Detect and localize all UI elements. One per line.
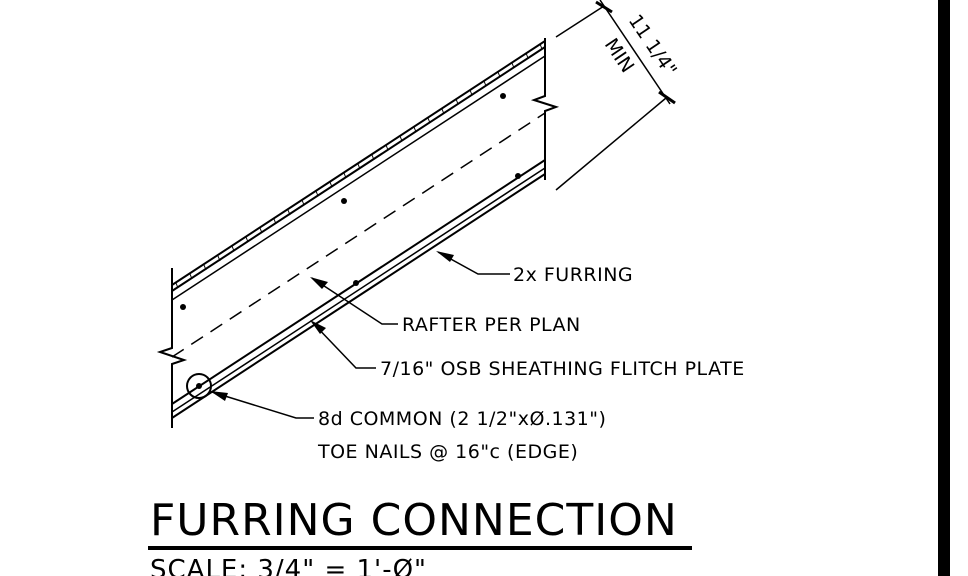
dimension <box>555 0 676 191</box>
drawing-title: FURRING CONNECTION <box>150 495 678 546</box>
callout-nails-line1: 8d COMMON (2 1/2"xØ.131") <box>318 408 606 430</box>
left-break-line <box>156 268 188 428</box>
leader-arrowheads <box>210 251 454 401</box>
callout-rafter: RAFTER PER PLAN <box>402 314 581 336</box>
drawing-scale: SCALE: 3/4" = 1'-Ø" <box>150 555 427 576</box>
leaders <box>211 251 510 419</box>
dimension-suffix: MIN <box>600 34 638 76</box>
callout-furring: 2x FURRING <box>513 264 633 286</box>
sheathing-hatch <box>175 43 543 289</box>
right-break-line <box>530 38 560 180</box>
sheet-border <box>938 0 950 576</box>
toe-nail-circle <box>186 373 212 399</box>
nail-dots <box>180 93 521 389</box>
rafter-hidden-line <box>171 112 546 358</box>
callout-nails-line2: TOE NAILS @ 16"c (EDGE) <box>317 441 578 463</box>
callout-sheathing: 7/16" OSB SHEATHING FLITCH PLATE <box>380 358 745 380</box>
dimension-value: 11 1/4" <box>624 10 681 80</box>
rafter-assembly <box>156 38 560 428</box>
